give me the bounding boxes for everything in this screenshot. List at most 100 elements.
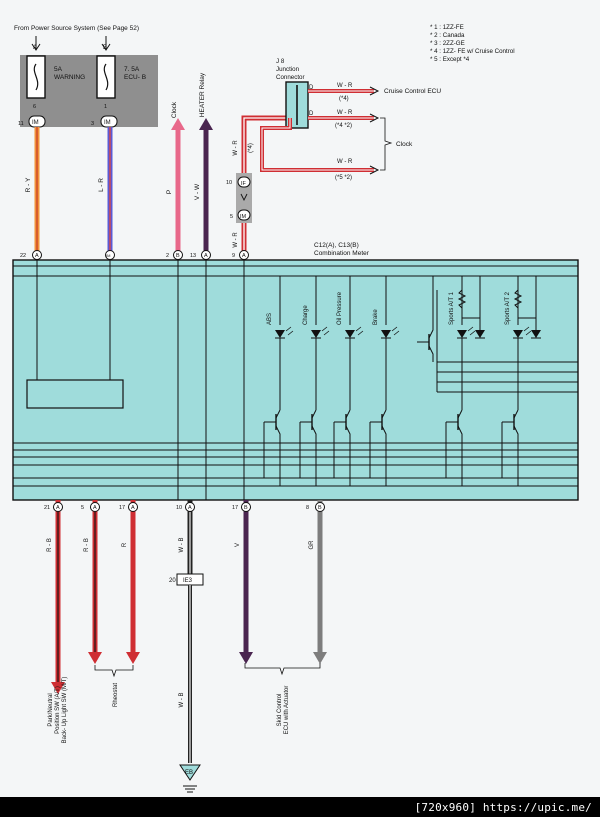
junction-pin-d-top: D: [309, 85, 314, 91]
indicator-abs: ABS: [263, 276, 294, 486]
bottom-pin-conn: B: [318, 505, 322, 511]
meter-bus-lines: [13, 260, 578, 500]
clock-brace: [380, 117, 393, 171]
park-dest-line2: Position SW (A/T): [55, 686, 61, 734]
junction-output-1-dest: Cruise Control ECU: [384, 88, 441, 95]
meter-top-pin-2: 2: [166, 253, 169, 259]
ground-connector: IE3 20 W - B EB: [169, 573, 204, 793]
fuse-ecu-b: B 7. 5A ECU- B 1 IM 3: [91, 36, 146, 128]
clock-dest-label: Clock: [171, 101, 178, 118]
meter-top-pin-13: 13: [190, 253, 196, 259]
wire-l-r-label: L - R: [98, 178, 105, 192]
junction-pin-d-bottom: D: [309, 111, 314, 117]
source-header: From Power Source System (See Page 52): [14, 25, 139, 32]
junction-output-2-wire: W - R: [337, 110, 353, 116]
bottom-wire-label: R - B: [84, 538, 90, 552]
skid-dest-line2: ECU with Actuator: [284, 686, 290, 735]
clock-arrow: [171, 118, 185, 130]
meter-title-1: C12(A), C13(B): [314, 242, 359, 249]
bottom-black-bar: [0, 797, 600, 817]
bottom-wire-label: V: [235, 543, 241, 547]
bottom-wire-r-b: A 21 R - B: [44, 500, 65, 694]
junction-output-1-wire: W - R: [337, 83, 353, 89]
sports-driver-transistor: [417, 276, 434, 362]
indicator-sports-a-t-1: Sports A/T 1: [445, 276, 485, 486]
im-conn-label: IM: [240, 214, 247, 220]
clock-brace-label: Clock: [396, 141, 413, 148]
meter-top-pin-22-conn: A: [35, 253, 39, 259]
if-conn-label: IF: [241, 181, 247, 187]
indicator-oil-pressure: Oil Pressure: [333, 276, 364, 486]
bottom-pin-conn: A: [131, 505, 135, 511]
park-dest-line3: Back- Up Light SW (M/T): [62, 677, 68, 744]
note-3: * 3 : 2ZZ-GE: [430, 40, 465, 47]
bottom-pin-conn: A: [56, 505, 60, 511]
fuse-ecu-b-pin: B: [103, 45, 107, 51]
bottom-wire-gr: B 8GR: [306, 500, 327, 664]
meter-top-pin-22: 22: [20, 253, 26, 259]
bottom-pin-conn: A: [93, 505, 97, 511]
meter-top-pin-13-conn: A: [204, 253, 208, 259]
bottom-pin-number: 5: [81, 505, 84, 511]
image-host-credit: [720x960] https://upic.me/: [414, 801, 592, 814]
indicator-label: Sports A/T 1: [449, 291, 455, 325]
fuse-warning-pin: A: [33, 45, 37, 51]
bottom-pin-number: 17: [232, 505, 238, 511]
ground-conn-label: IE3: [183, 578, 193, 584]
bottom-pin-number: 8: [306, 505, 309, 511]
heater-arrow: [199, 118, 213, 130]
junction-output-2: W - R (*4 *2): [308, 110, 380, 129]
fuse-ecu-b-lower-pin: 1: [104, 104, 107, 110]
meter-top-pins: A22 IM B2 A13 A9: [20, 250, 249, 260]
bottom-pin-number: 10: [176, 505, 182, 511]
note-4: * 4 : 1ZZ- FE w/ Cruise Control: [430, 48, 515, 55]
junction-id: J 8: [276, 58, 285, 65]
meter-top-pin-9: 9: [232, 253, 235, 259]
bottom-pin-conn: A: [188, 505, 192, 511]
bottom-pin-number: 17: [119, 505, 125, 511]
ground-conn-pin: 20: [169, 578, 176, 584]
bottom-wire-label: R - B: [47, 538, 53, 552]
note-2: * 2 : Canada: [430, 32, 465, 39]
meter-top-pin-9-conn: A: [242, 253, 246, 259]
link-wire-label: W - R: [233, 140, 239, 156]
meter-title-2: Combination Meter: [314, 250, 370, 257]
wire-r-y-label: R - Y: [25, 177, 32, 192]
fuse-warning-name: WARNING: [54, 74, 85, 81]
ground-label: EB: [185, 770, 193, 776]
fuse-ecu-b-name: ECU- B: [124, 74, 146, 81]
park-dest-line1: Park/Neutral: [48, 693, 54, 726]
bottom-wire-label: GR: [309, 540, 315, 550]
im-conn-pin: 5: [230, 214, 233, 220]
fuse-warning: A 5A WARNING 6 IM 11: [18, 36, 85, 128]
indicator-charge: Charge: [299, 276, 330, 486]
wire-v-w-label: V - W: [194, 183, 201, 200]
bottom-pin-number: 21: [44, 505, 50, 511]
indicator-label: Oil Pressure: [337, 291, 343, 325]
bottom-wire-label: W - B: [179, 538, 185, 553]
skid-brace: [244, 663, 321, 676]
fuse-ecu-b-amp: 7. 5A: [124, 66, 140, 73]
junction-line2: Connector: [276, 74, 305, 81]
indicator-label: Charge: [303, 305, 309, 325]
indicator-brake: Brake: [369, 276, 400, 486]
junction-output-3-note: (*5 *2): [335, 175, 352, 181]
note-1: * 1 : 1ZZ-FE: [430, 24, 464, 31]
skid-dest-line1: Skid Control: [277, 694, 283, 727]
fuse-ecu-b-conn: IM: [104, 120, 111, 126]
indicator-label: Brake: [373, 309, 379, 325]
heater-dest-label: HEATER Relay: [199, 72, 206, 117]
indicator-label: Sports A/T 2: [505, 291, 511, 325]
fuse-ecu-b-conn-pin: 3: [91, 121, 94, 127]
meter-internal-block: [26, 379, 124, 409]
junction-output-1: W - R (*4) Cruise Control ECU: [308, 83, 441, 102]
indicator-label: ABS: [267, 313, 273, 325]
link-wire-note: (*4): [248, 143, 254, 153]
rheostat-label: Rheostat: [113, 683, 119, 707]
wire-p-label: P: [166, 190, 173, 194]
